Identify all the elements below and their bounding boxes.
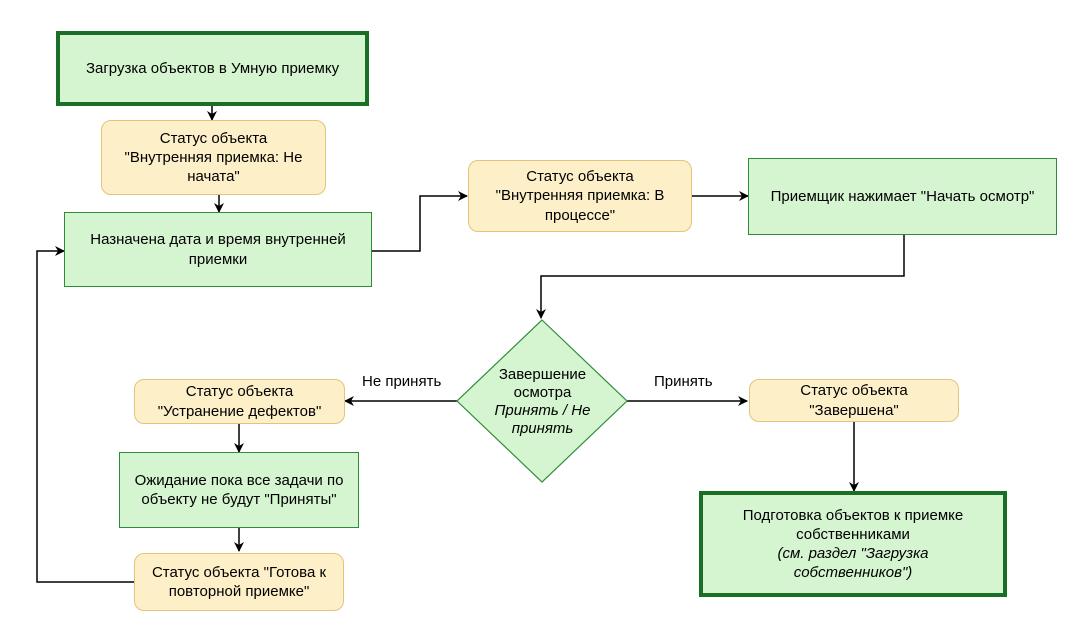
node-status-defects-line-2: "Устранение дефектов" — [157, 402, 322, 420]
node-start-inspection: Приемщик нажимает "Начать осмотр" — [748, 158, 1057, 235]
node-status-not-started: Статус объекта "Внутренняя приемка: Не н… — [101, 120, 326, 195]
decision-line-3: Принять / Не — [494, 402, 591, 419]
node-status-in-progress-line-1: Статус объекта — [526, 168, 634, 186]
node-status-ready-again-line-1: Статус объекта "Готова к — [151, 563, 327, 581]
node-waiting-tasks: Ожидание пока все задачи по объекту не б… — [119, 452, 359, 528]
decision-line-2: осмотра — [513, 384, 572, 401]
node-status-completed-line-2: "Завершена" — [809, 401, 899, 419]
node-status-in-progress-line-2: "Внутренняя приемка: В — [495, 187, 665, 205]
node-prepare-owners: Подготовка объектов к приемке собственни… — [699, 491, 1007, 597]
node-prepare-owners-line-4: собственников") — [793, 564, 913, 582]
edge-label-reject: Не принять — [362, 373, 442, 390]
node-status-in-progress: Статус объекта "Внутренняя приемка: В пр… — [468, 160, 692, 232]
node-status-ready-again: Статус объекта "Готова к повторной прием… — [134, 553, 344, 611]
node-date-assigned-line-1: Назначена дата и время внутренней — [90, 231, 346, 249]
node-load-objects: Загрузка объектов в Умную приемку — [56, 31, 369, 106]
edge-label-accept: Принять — [654, 373, 713, 390]
decision-diamond — [456, 319, 628, 483]
node-load-objects-text: Загрузка объектов в Умную приемку — [85, 59, 340, 77]
node-waiting-tasks-line-1: Ожидание пока все задачи по — [134, 471, 344, 489]
node-prepare-owners-line-2: собственниками — [796, 525, 910, 543]
node-status-not-started-line-2: "Внутренняя приемка: Не — [124, 148, 303, 166]
node-status-defects-line-1: Статус объекта — [185, 383, 294, 401]
node-status-defects: Статус объекта "Устранение дефектов" — [134, 379, 345, 424]
node-status-completed-line-1: Статус объекта — [800, 382, 908, 400]
node-status-completed: Статус объекта "Завершена" — [749, 379, 959, 422]
node-status-ready-again-line-2: повторной приемке" — [168, 583, 310, 600]
decision-line-1: Завершение — [498, 366, 587, 383]
node-prepare-owners-line-3: (см. раздел "Загрузка — [777, 545, 929, 562]
node-status-not-started-line-3: начата" — [187, 168, 240, 186]
node-start-inspection-text: Приемщик нажимает "Начать осмотр" — [770, 187, 1035, 205]
node-status-not-started-line-1: Статус объекта — [159, 129, 268, 147]
node-prepare-owners-line-1: Подготовка объектов к приемке — [742, 506, 964, 524]
edge-start-inspection-to-decision — [536, 235, 905, 319]
node-date-assigned-line-2: приемки — [188, 250, 248, 268]
decision-text: Завершение осмотра Принять / Не принять — [470, 366, 615, 438]
edge-ready-again-loop-back — [36, 246, 134, 583]
node-date-assigned: Назначена дата и время внутренней приемк… — [64, 212, 372, 287]
decision-line-4: принять — [511, 420, 574, 437]
node-waiting-tasks-line-2: объекту не будут "Приняты" — [141, 491, 337, 508]
edge-date-to-status-in-progress — [372, 191, 468, 252]
node-status-in-progress-line-3: процессе" — [544, 206, 616, 224]
